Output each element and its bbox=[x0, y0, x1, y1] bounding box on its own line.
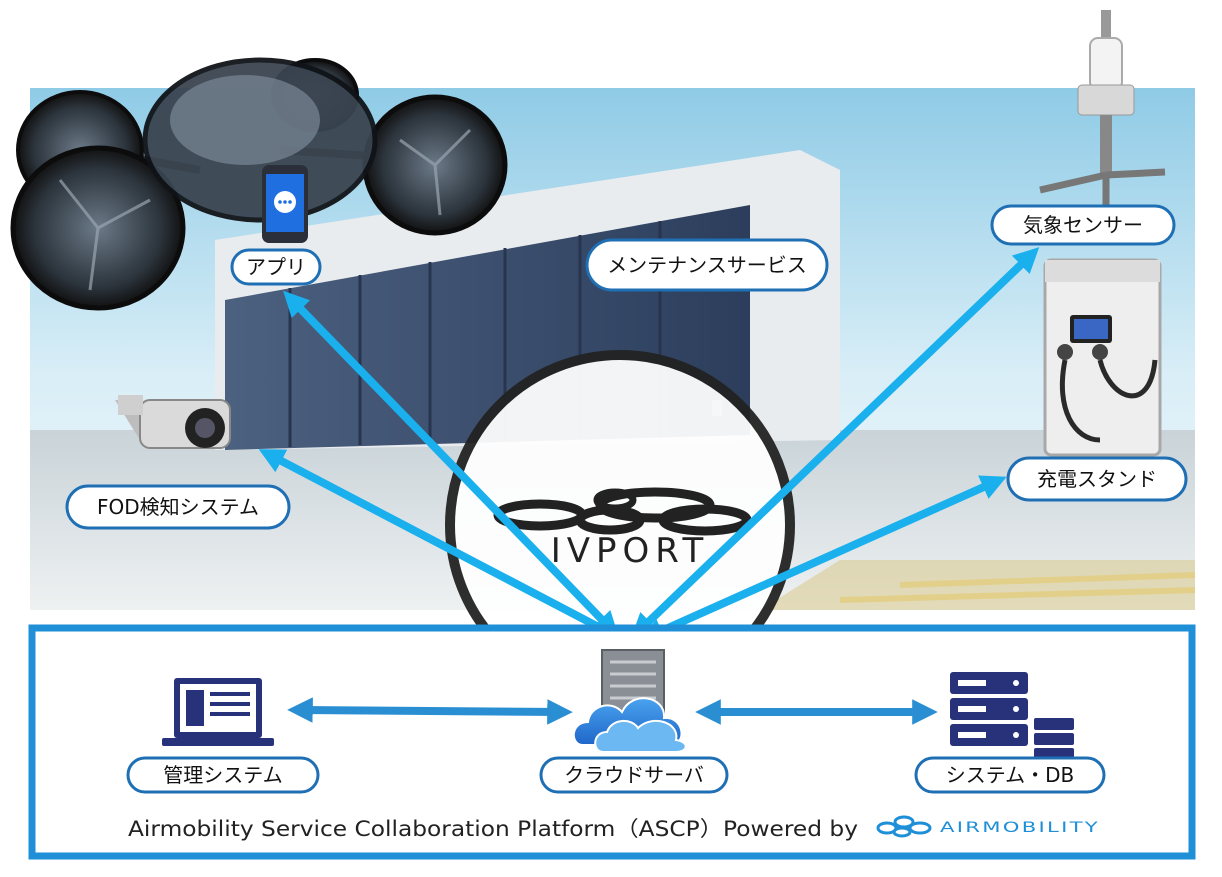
label-app-text: アプリ bbox=[246, 255, 306, 279]
label-fod-text: FOD検知システム bbox=[97, 495, 259, 519]
label-app: アプリ bbox=[230, 248, 322, 286]
arrow-management bbox=[287, 697, 573, 725]
label-maintenance: メンテナンスサービス bbox=[585, 238, 829, 292]
label-weather-text: 気象センサー bbox=[1023, 213, 1143, 237]
database-icon bbox=[950, 672, 1074, 760]
label-charging-text: 充電スタンド bbox=[1037, 467, 1157, 491]
label-cloud-text: クラウドサーバ bbox=[564, 763, 704, 787]
label-maintenance-text: メンテナンスサービス bbox=[607, 253, 807, 277]
label-management: 管理システム bbox=[126, 756, 320, 794]
charger-icon bbox=[1043, 258, 1162, 457]
server-cloud-icon bbox=[572, 649, 687, 753]
label-weather: 気象センサー bbox=[990, 204, 1176, 246]
laptop-icon bbox=[162, 678, 274, 746]
label-cloud: クラウドサーバ bbox=[539, 756, 729, 794]
airmobility-brand: AIRMOBILITY bbox=[940, 820, 1100, 836]
arrow-fod bbox=[258, 449, 624, 640]
phone-icon bbox=[262, 165, 308, 243]
scene-arrows bbox=[258, 247, 1040, 643]
label-system-db: システム・DB bbox=[914, 756, 1106, 794]
weather-sensor-icon bbox=[1039, 10, 1166, 205]
label-fod: FOD検知システム bbox=[65, 484, 291, 530]
camera-icon bbox=[115, 395, 231, 449]
airmobility-logo: AIRMOBILITY bbox=[876, 815, 1100, 838]
logo-text: IVPORT bbox=[551, 531, 709, 571]
label-system-db-text: システム・DB bbox=[946, 763, 1075, 787]
arrow-charging bbox=[638, 475, 1007, 643]
platform-arrows bbox=[287, 697, 938, 725]
label-charging: 充電スタンド bbox=[1006, 456, 1188, 502]
drone-icon bbox=[10, 57, 508, 311]
label-management-text: 管理システム bbox=[163, 763, 282, 787]
platform-caption: Airmobility Service Collaboration Platfo… bbox=[128, 817, 858, 841]
